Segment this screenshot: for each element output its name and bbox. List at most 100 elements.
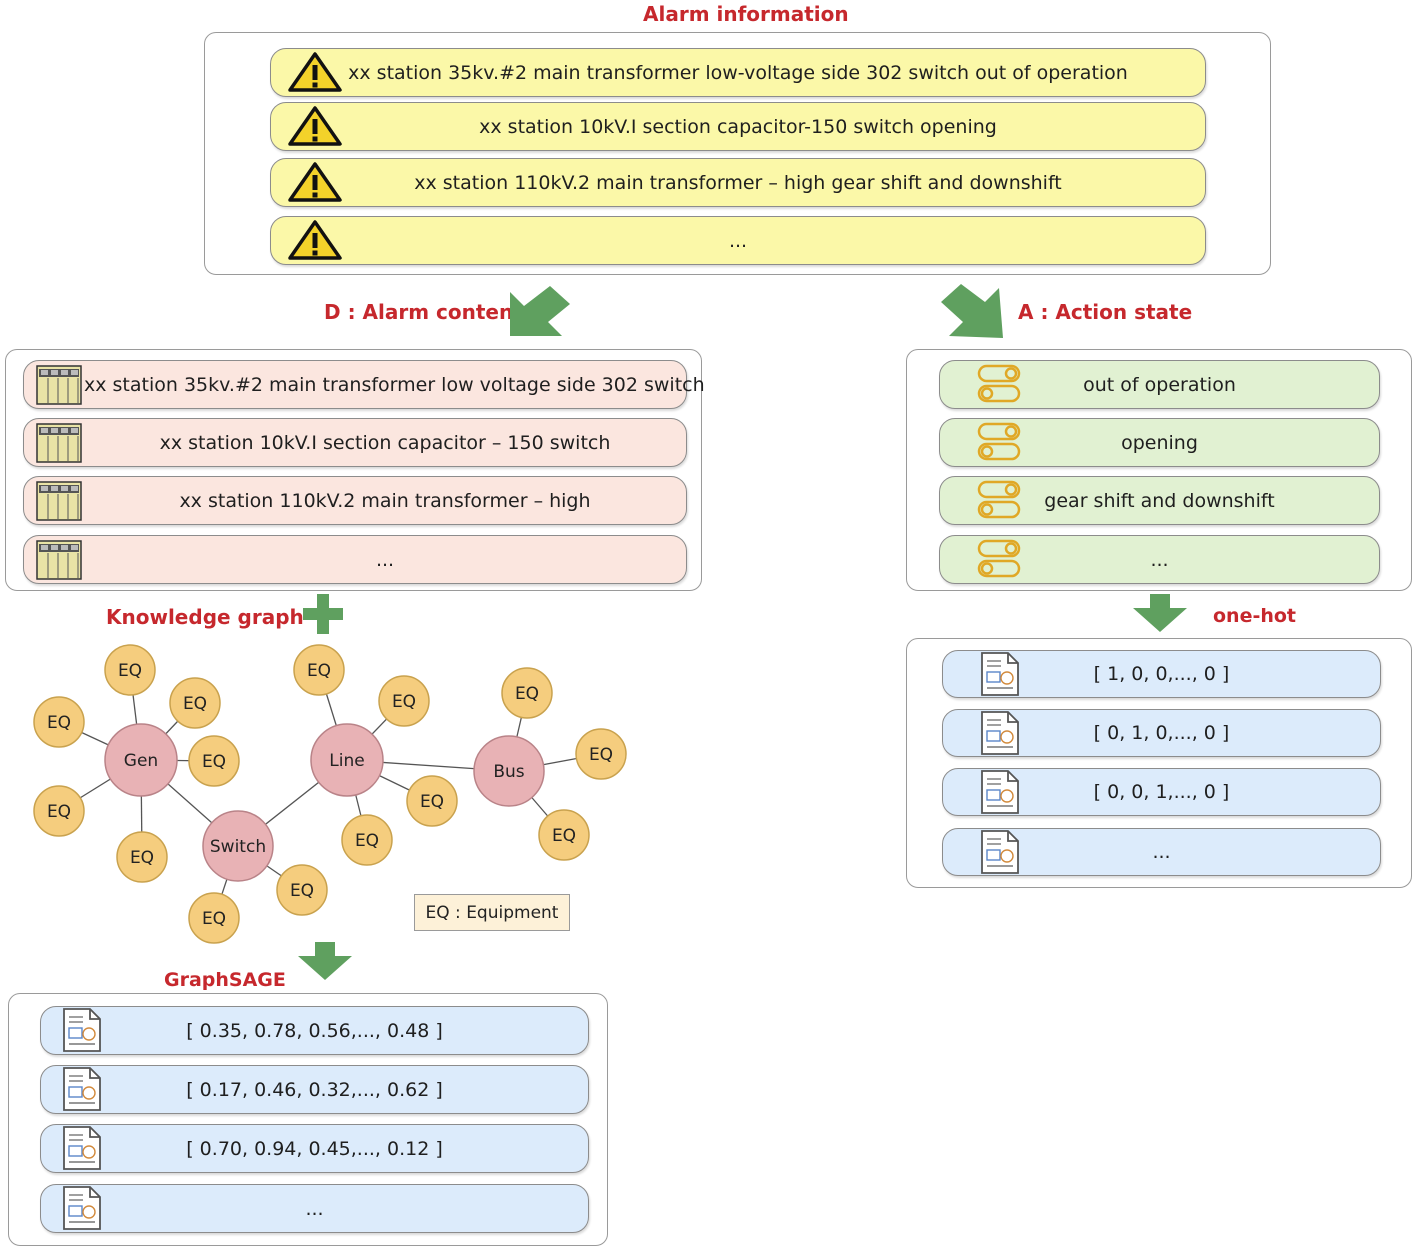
alarm-content-row: xx station 110kV.2 main transformer – hi… bbox=[23, 476, 687, 525]
equipment-node-label: EQ bbox=[130, 848, 154, 868]
equipment-node: EQ bbox=[575, 728, 627, 780]
graphsage-vector-row: [ 0.35, 0.78, 0.56,..., 0.48 ] bbox=[40, 1006, 589, 1055]
action-state-text: ... bbox=[1150, 548, 1169, 571]
alarm-row: xx station 10kV.I section capacitor-150 … bbox=[270, 102, 1206, 151]
action-state-row: ... bbox=[939, 535, 1380, 584]
alarm-row: xx station 35kv.#2 main transformer low-… bbox=[270, 48, 1206, 97]
equipment-node-label: EQ bbox=[202, 752, 226, 772]
arrow-down-one-hot-icon bbox=[1133, 594, 1187, 632]
action-state-row: opening bbox=[939, 418, 1380, 467]
graphsage-vector-row: [ 0.70, 0.94, 0.45,..., 0.12 ] bbox=[40, 1124, 589, 1173]
equipment-node: EQ bbox=[188, 735, 240, 787]
document-icon bbox=[979, 829, 1021, 879]
warning-triangle-icon bbox=[287, 161, 343, 207]
arrow-down-right-icon bbox=[941, 284, 1003, 338]
equipment-node-label: EQ bbox=[589, 745, 613, 765]
graphsage-vector-text: [ 0.70, 0.94, 0.45,..., 0.12 ] bbox=[186, 1137, 443, 1160]
alarm-row: ... bbox=[270, 216, 1206, 265]
equipment-node-label: EQ bbox=[307, 661, 331, 681]
toggle-switch-icon bbox=[976, 479, 1024, 525]
document-icon bbox=[979, 651, 1021, 701]
graphsage-vector-text: [ 0.35, 0.78, 0.56,..., 0.48 ] bbox=[186, 1019, 443, 1042]
alarm-text: ... bbox=[728, 229, 748, 252]
graph-legend: EQ : Equipment bbox=[414, 894, 570, 931]
one-hot-title: one-hot bbox=[1213, 605, 1297, 627]
hub-node-line: Line bbox=[310, 723, 384, 797]
document-icon bbox=[61, 1185, 103, 1235]
one-hot-vector-row: [ 0, 1, 0,..., 0 ] bbox=[942, 709, 1381, 757]
graphsage-vector-row: [ 0.17, 0.46, 0.32,..., 0.62 ] bbox=[40, 1065, 589, 1114]
document-icon bbox=[61, 1007, 103, 1057]
alarm-content-row: xx station 10kV.I section capacitor – 15… bbox=[23, 418, 687, 467]
action-state-text: gear shift and downshift bbox=[1044, 489, 1275, 512]
equipment-node-label: EQ bbox=[290, 881, 314, 901]
alarm-row: xx station 110kV.2 main transformer – hi… bbox=[270, 158, 1206, 207]
arrow-down-left-icon bbox=[510, 286, 570, 336]
alarm-content-row: xx station 35kv.#2 main transformer low … bbox=[23, 360, 705, 409]
equipment-node: EQ bbox=[169, 677, 221, 729]
equipment-cabinet-icon bbox=[36, 365, 82, 409]
one-hot-vector-row: [ 0, 0, 1,..., 0 ] bbox=[942, 768, 1381, 816]
action-state-text: out of operation bbox=[1083, 373, 1236, 396]
toggle-switch-icon bbox=[976, 538, 1024, 584]
equipment-node-label: EQ bbox=[202, 909, 226, 929]
equipment-cabinet-icon bbox=[36, 423, 82, 467]
hub-node-bus-label: Bus bbox=[493, 762, 524, 782]
hub-node-switch: Switch bbox=[202, 810, 274, 882]
alarm-text: xx station 110kV.2 main transformer – hi… bbox=[414, 171, 1062, 194]
equipment-node: EQ bbox=[33, 785, 85, 837]
document-icon bbox=[61, 1066, 103, 1116]
equipment-node: EQ bbox=[276, 864, 328, 916]
action-state-row: out of operation bbox=[939, 360, 1380, 409]
equipment-node-label: EQ bbox=[118, 661, 142, 681]
alarm-text: xx station 35kv.#2 main transformer low-… bbox=[348, 61, 1128, 84]
equipment-node: EQ bbox=[406, 775, 458, 827]
equipment-node: EQ bbox=[341, 814, 393, 866]
equipment-node: EQ bbox=[116, 831, 168, 883]
toggle-switch-icon bbox=[976, 363, 1024, 409]
equipment-node: EQ bbox=[501, 667, 553, 719]
hub-node-switch-label: Switch bbox=[210, 837, 266, 857]
hub-node-gen: Gen bbox=[104, 723, 178, 797]
equipment-node-label: EQ bbox=[183, 694, 207, 714]
action-state-text: opening bbox=[1121, 431, 1198, 454]
document-icon bbox=[979, 710, 1021, 760]
alarm-information-title: Alarm information bbox=[643, 2, 849, 26]
equipment-node: EQ bbox=[538, 809, 590, 861]
knowledge-graph-title: Knowledge graph bbox=[106, 605, 304, 629]
hub-node-line-label: Line bbox=[329, 751, 364, 771]
one-hot-vector-row: ... bbox=[942, 828, 1381, 876]
graphsage-vector-row: ... bbox=[40, 1184, 589, 1233]
equipment-node: EQ bbox=[378, 675, 430, 727]
equipment-node: EQ bbox=[33, 696, 85, 748]
one-hot-vector-text: ... bbox=[1152, 841, 1171, 863]
warning-triangle-icon bbox=[287, 51, 343, 97]
alarm-text: xx station 10kV.I section capacitor-150 … bbox=[479, 115, 997, 138]
equipment-node-label: EQ bbox=[392, 692, 416, 712]
alarm-content-text: xx station 35kv.#2 main transformer low … bbox=[84, 373, 705, 396]
graphsage-vector-text: ... bbox=[305, 1197, 324, 1220]
one-hot-vector-text: [ 1, 0, 0,..., 0 ] bbox=[1093, 663, 1230, 685]
plus-icon bbox=[303, 594, 343, 634]
equipment-node-label: EQ bbox=[515, 684, 539, 704]
equipment-node-label: EQ bbox=[552, 826, 576, 846]
arrow-down-graphsage-icon bbox=[298, 942, 352, 980]
equipment-node: EQ bbox=[188, 892, 240, 944]
one-hot-vector-row: [ 1, 0, 0,..., 0 ] bbox=[942, 650, 1381, 698]
graphsage-vector-text: [ 0.17, 0.46, 0.32,..., 0.62 ] bbox=[186, 1078, 443, 1101]
one-hot-vector-text: [ 0, 0, 1,..., 0 ] bbox=[1093, 781, 1230, 803]
equipment-node-label: EQ bbox=[420, 792, 444, 812]
warning-triangle-icon bbox=[287, 105, 343, 151]
warning-triangle-icon bbox=[287, 219, 343, 265]
hub-node-bus: Bus bbox=[473, 735, 545, 807]
alarm-content-text: xx station 110kV.2 main transformer – hi… bbox=[179, 489, 591, 512]
equipment-node-label: EQ bbox=[355, 831, 379, 851]
action-state-row: gear shift and downshift bbox=[939, 476, 1380, 525]
document-icon bbox=[979, 769, 1021, 819]
graphsage-title: GraphSAGE bbox=[164, 969, 286, 991]
document-icon bbox=[61, 1125, 103, 1175]
alarm-content-title: D : Alarm content bbox=[324, 300, 523, 324]
knowledge-graph: EQ EQ EQ EQ EQ EQ EQ EQ EQ EQ EQ EQ EQ EQ EQ Gen LineBus… bbox=[33, 644, 627, 944]
hub-node-gen-label: Gen bbox=[124, 751, 158, 771]
equipment-node-label: EQ bbox=[47, 802, 71, 822]
